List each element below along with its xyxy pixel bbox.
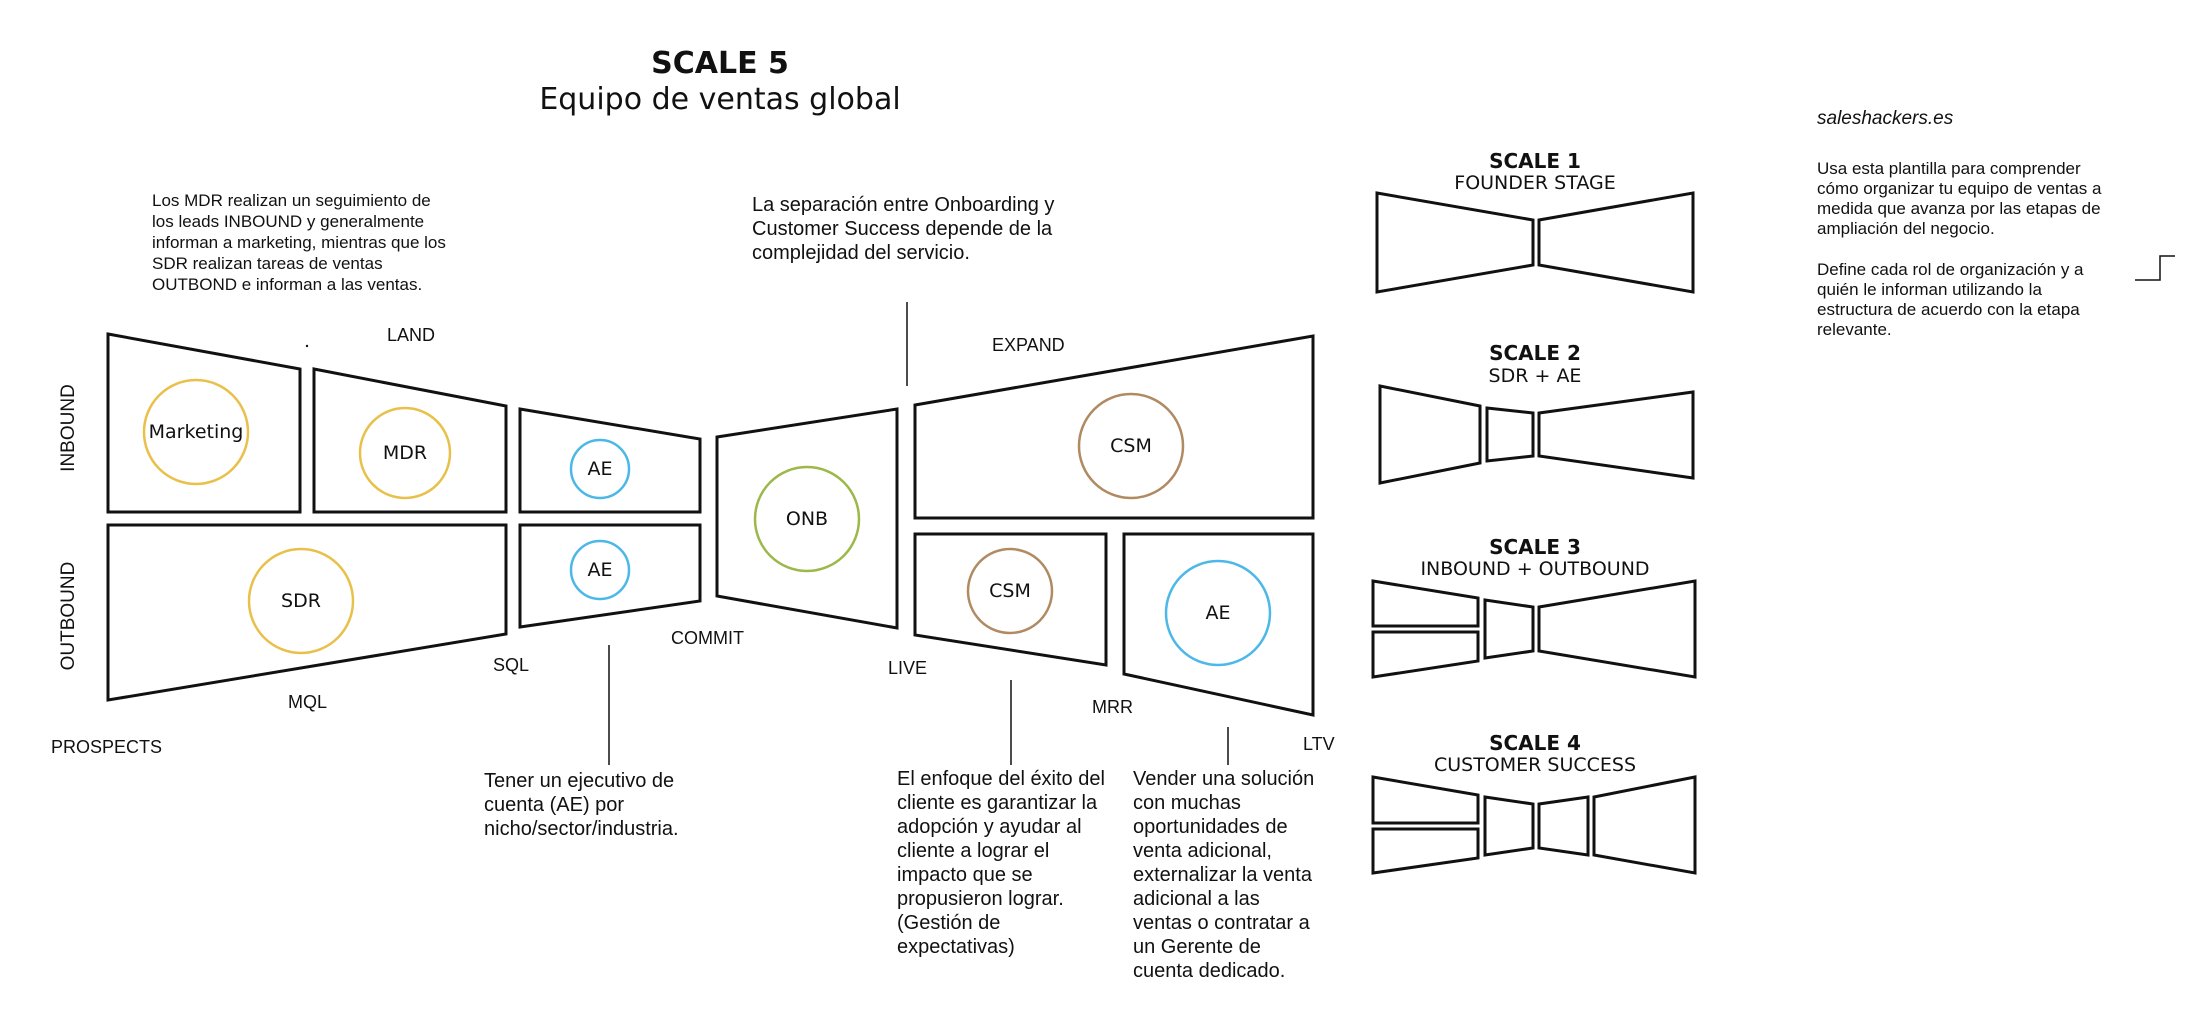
circle-ae-expand (1164, 559, 1272, 667)
scale3-subtitle: INBOUND + OUTBOUND (1420, 558, 1650, 580)
role-sdr: SDR (281, 590, 321, 612)
brand-label: saleshackers.es (1817, 108, 1954, 129)
scale1-title: SCALE 1 (1489, 149, 1581, 173)
stage-expand: EXPAND (992, 335, 1065, 355)
segment-ae-inbound (518, 407, 702, 514)
scale4-subtitle: CUSTOMER SUCCESS (1433, 754, 1637, 776)
scale2-mid (1485, 406, 1535, 463)
stage-live: LIVE (888, 658, 928, 678)
stage-ltv: LTV (1303, 734, 1335, 754)
circle-mdr (358, 406, 452, 500)
note-customer-success: El enfoque del éxito del cliente es gara… (897, 768, 1105, 958)
scale3-left-top (1371, 579, 1480, 628)
role-ae-inbound: AE (587, 458, 612, 480)
stray-dot (305, 344, 309, 348)
stage-sql: SQL (493, 655, 530, 675)
segment-ae-expand (1122, 532, 1315, 717)
intro-text: Usa esta plantilla para comprender cómo … (1817, 159, 2102, 238)
circle-csm-top (1077, 392, 1185, 500)
circle-ae-outbound (569, 539, 631, 601)
row-label-outbound: OUTBOUND (58, 561, 79, 671)
scale1-right (1537, 191, 1695, 294)
scale4-left-bottom (1371, 827, 1480, 875)
scale1-left (1375, 191, 1535, 294)
page-title: SCALE 5 (651, 46, 789, 81)
instructions-text: Define cada rol de organización y a quié… (1817, 260, 2084, 339)
role-csm-bottom: CSM (989, 580, 1031, 602)
row-label-inbound: INBOUND (58, 384, 79, 472)
scale1-subtitle: FOUNDER STAGE (1454, 172, 1616, 194)
circle-marketing (142, 378, 250, 486)
scale3-right (1537, 579, 1697, 679)
role-ae-outbound: AE (587, 559, 612, 581)
role-marketing: Marketing (149, 421, 244, 443)
circle-sdr (247, 547, 355, 655)
segment-mdr (312, 367, 508, 514)
scale4-right (1592, 775, 1697, 875)
scale3-left-bottom (1371, 630, 1480, 679)
note-upsell: Vender una solución con muchas oportunid… (1133, 768, 1315, 982)
note-onboarding: La separación entre Onboarding y Custome… (752, 194, 1055, 264)
scale4-title: SCALE 4 (1489, 731, 1581, 755)
stage-prospects: PROSPECTS (51, 737, 163, 757)
segment-sdr (106, 523, 508, 702)
scale2-subtitle: SDR + AE (1488, 365, 1582, 387)
stage-land: LAND (387, 325, 436, 345)
segment-ae-outbound (518, 523, 702, 629)
stage-mrr: MRR (1092, 697, 1133, 717)
page-subtitle: Equipo de ventas global (539, 82, 901, 117)
stage-mql: MQL (288, 692, 328, 712)
segment-csm-top (913, 334, 1315, 520)
stage-commit: COMMIT (671, 628, 744, 648)
scale4-mid2 (1537, 795, 1590, 857)
circle-csm-bottom (966, 547, 1054, 635)
circle-onb (753, 465, 861, 573)
scale3-mid (1483, 598, 1535, 660)
scale4-left-top (1371, 775, 1480, 825)
corner-mark-icon (2135, 255, 2175, 281)
circle-ae-inbound (569, 438, 631, 500)
scale2-left (1378, 384, 1482, 485)
segment-csm-bottom (913, 532, 1108, 667)
role-mdr: MDR (383, 442, 427, 464)
note-ae: Tener un ejecutivo de cuenta (AE) por ni… (484, 770, 679, 840)
scale3-title: SCALE 3 (1489, 535, 1581, 559)
segment-marketing (106, 332, 302, 514)
role-ae-expand: AE (1205, 602, 1230, 624)
note-mdr: Los MDR realizan un seguimiento de los l… (152, 191, 446, 294)
scale2-title: SCALE 2 (1489, 341, 1581, 365)
scale2-right (1537, 390, 1695, 480)
segment-onb (715, 407, 899, 630)
scale4-mid (1483, 795, 1535, 857)
role-csm-top: CSM (1110, 435, 1152, 457)
role-onb: ONB (786, 508, 828, 530)
